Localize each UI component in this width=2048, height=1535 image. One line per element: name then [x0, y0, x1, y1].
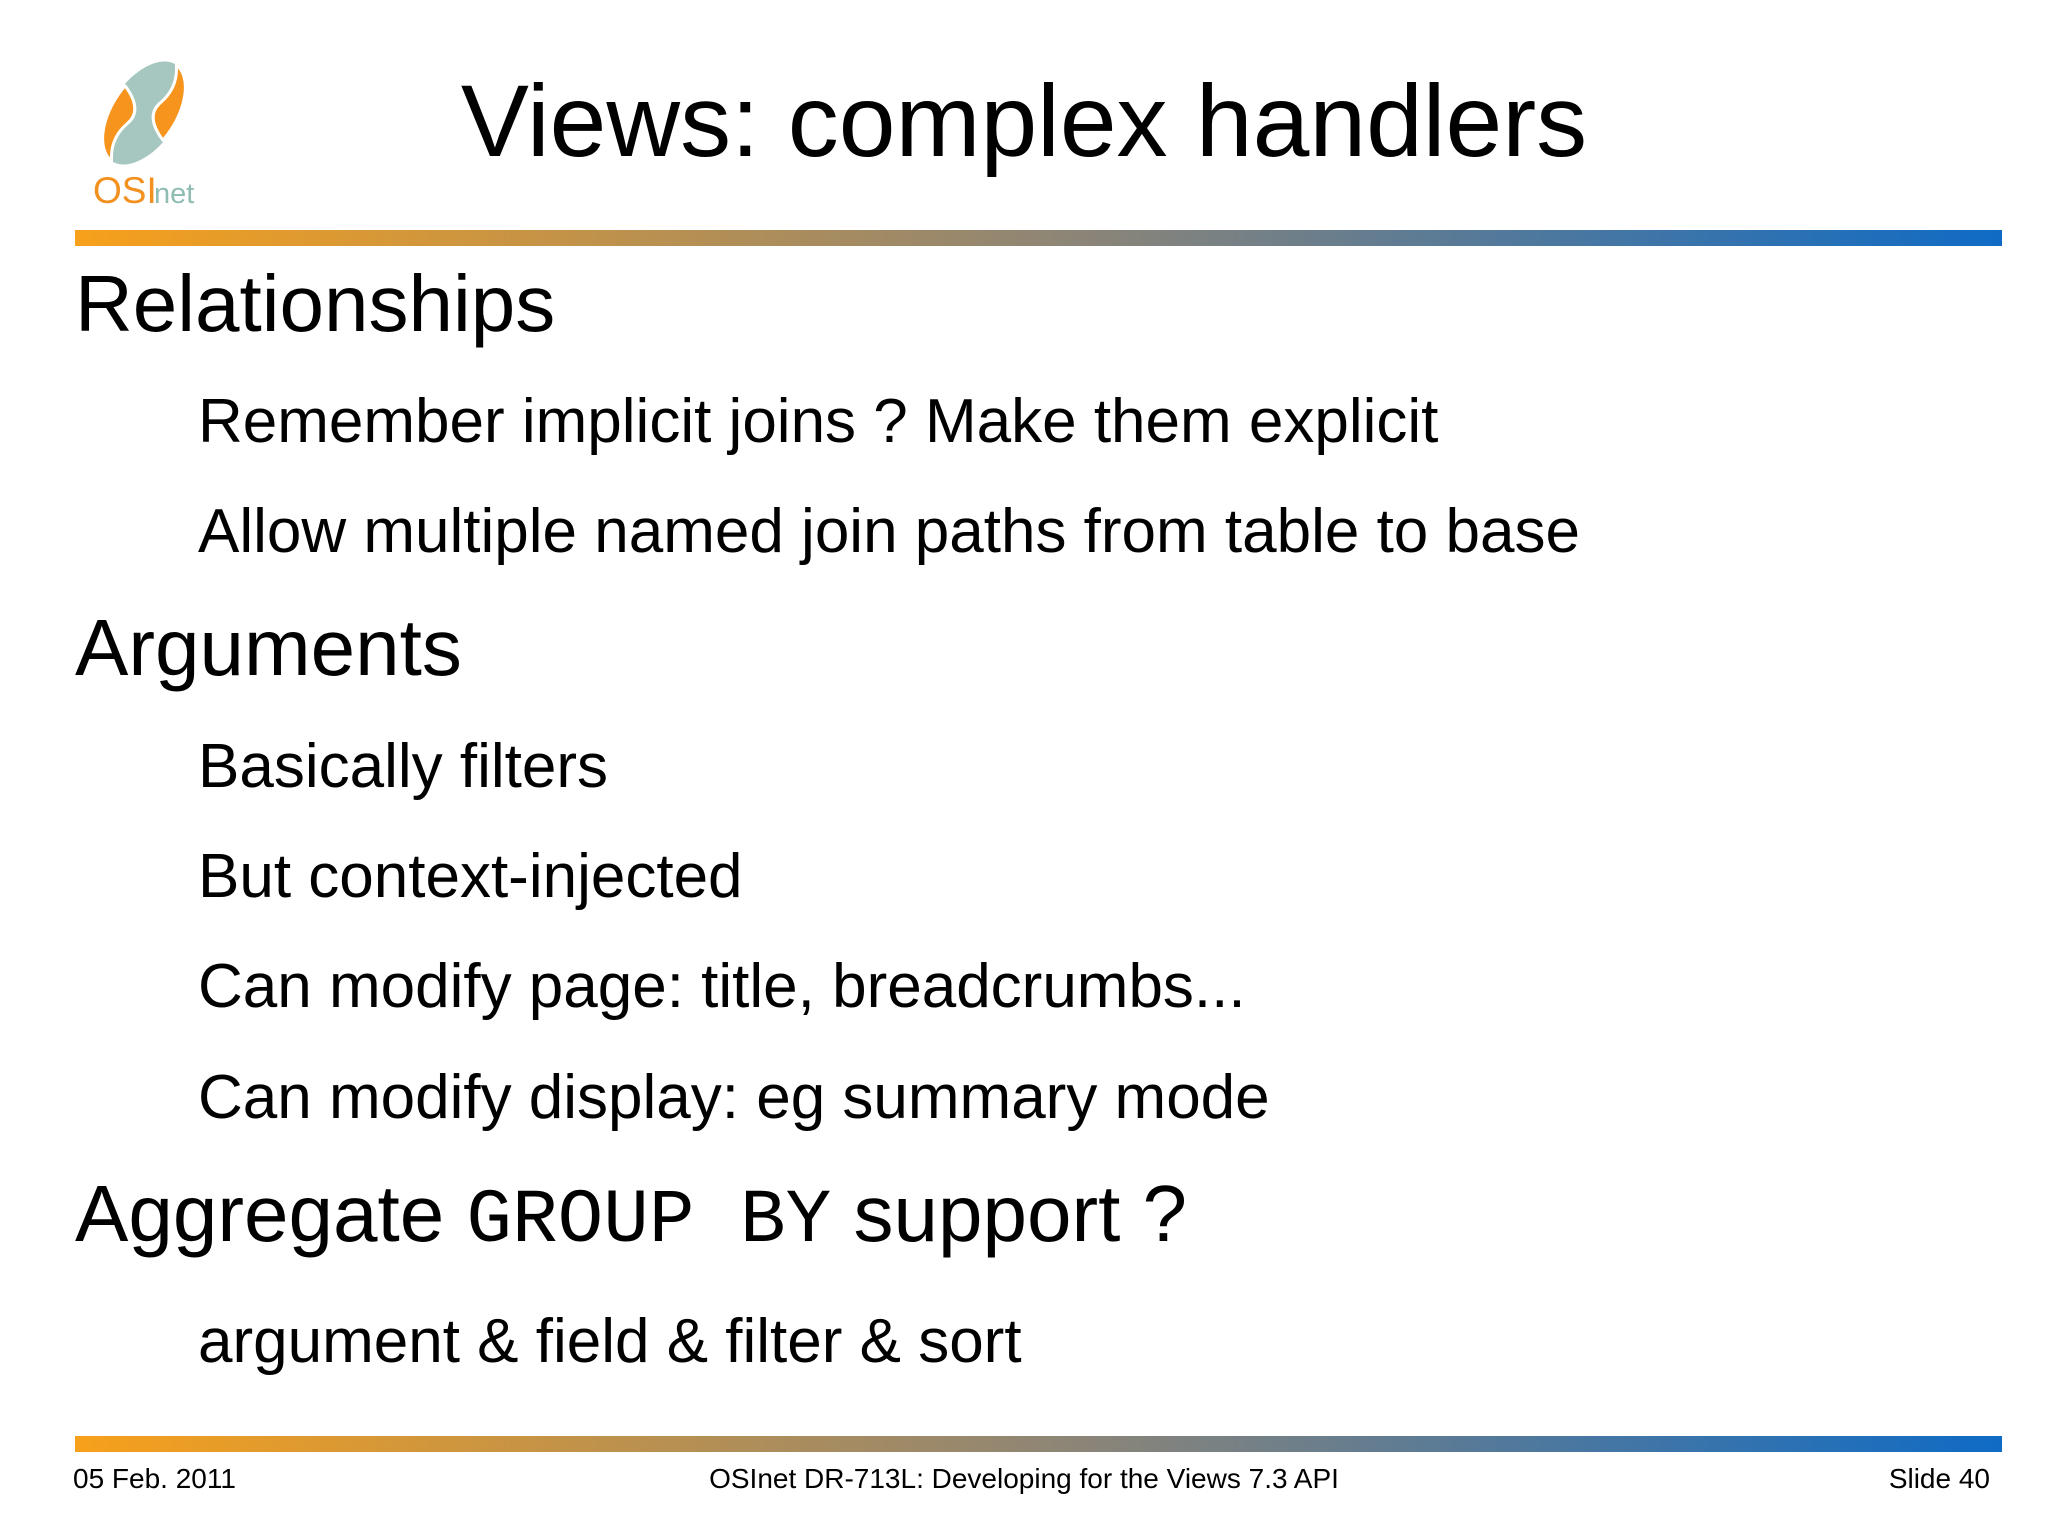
heading-text-pre: Aggregate — [75, 1169, 467, 1258]
section-heading-relationships: Relationships — [75, 259, 556, 348]
logo-text-osi: OSI — [93, 170, 157, 211]
page-title: Views: complex handlers — [460, 64, 1588, 178]
osinet-logo: OSI net — [73, 35, 223, 217]
bullet-item: Allow multiple named join paths from tab… — [198, 497, 1580, 566]
footer-date: 05 Feb. 2011 — [73, 1463, 236, 1494]
inline-code-group-by: GROUP BY — [466, 1178, 832, 1264]
footer-reference: OSInet DR-713L: Developing for the Views… — [709, 1463, 1339, 1494]
bullet-item: Can modify page: title, breadcrumbs... — [198, 952, 1246, 1021]
footer-divider-rule — [75, 1436, 2002, 1452]
bullet-item: Can modify display: eg summary mode — [198, 1063, 1270, 1132]
bullet-item: argument & field & filter & sort — [198, 1307, 1022, 1376]
title-divider-rule — [75, 230, 2002, 246]
logo-swirl-icon: OSI net — [93, 61, 194, 211]
bullet-item: Remember implicit joins ? Make them expl… — [198, 387, 1439, 456]
bullet-item: But context-injected — [198, 842, 743, 911]
heading-text-post: support ? — [831, 1169, 1188, 1258]
logo-text-net: net — [154, 178, 194, 210]
bullet-item: Basically filters — [198, 732, 608, 801]
footer-slide-number: Slide 40 — [1888, 1463, 1990, 1494]
section-heading-aggregate: Aggregate GROUP BY support ? — [75, 1174, 1187, 1260]
section-heading-arguments: Arguments — [75, 603, 462, 692]
